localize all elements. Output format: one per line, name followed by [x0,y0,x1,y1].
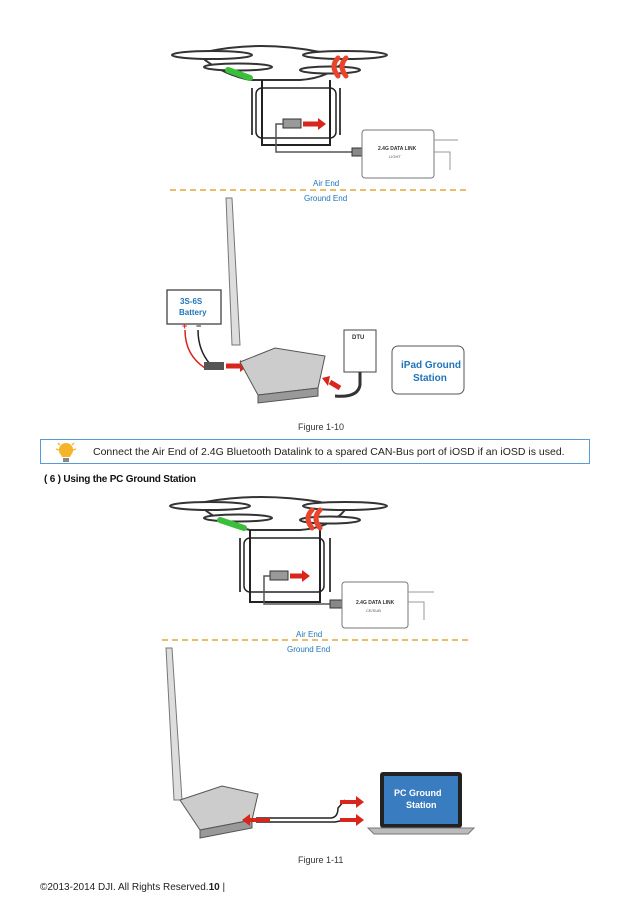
datalink-box [341,581,409,629]
tip-box [40,439,590,464]
red-propeller-marker [305,507,323,531]
battery-minus: − [196,321,202,331]
ground-datalink-module [239,347,326,404]
ground-end-label: Ground End [287,645,331,654]
ipad-label-line1: iPad Ground [401,360,461,371]
lightbulb-icon [55,442,77,462]
antenna [165,647,183,801]
pc-label-line1: PC Ground [394,788,442,798]
ipad-ground-station-box [391,345,465,395]
green-propeller-marker [225,67,253,81]
green-propeller-marker [217,517,247,531]
figure-1-11-caption: Figure 1-11 [298,855,344,865]
pc-label-line2: Station [406,800,437,810]
can-connector [269,570,289,581]
battery-plus: + [182,321,188,331]
can-connector [282,118,302,129]
section-heading: ( 6 ) Using the PC Ground Station [44,474,196,485]
tip-text: Connect the Air End of 2.4G Bluetooth Da… [93,446,565,458]
ground-end-label: Ground End [304,194,348,203]
copyright-text: ©2013-2014 DJI. All Rights Reserved. [40,882,209,893]
footer-separator: | [219,882,226,893]
figure-1-10-caption: Figure 1-10 [298,422,345,432]
drone-illustration [169,496,388,603]
pc-ground-station-screen [384,776,458,824]
battery-label-line1: 3S-6S [180,297,203,306]
battery-box [166,289,222,325]
air-end-label: Air End [313,179,340,188]
page-footer: ©2013-2014 DJI. All Rights Reserved.10 | [40,882,225,893]
datalink-label: 2.4G DATA LINK [378,146,417,152]
figure-1-11-diagram [162,496,476,839]
ipad-label-line2: Station [413,373,447,384]
dtu-box [343,329,377,373]
battery-label-line2: Battery [179,308,207,317]
ground-datalink-module [179,785,259,839]
datalink-sub-label: LIGHT [389,154,401,159]
datalink-cable [263,575,332,605]
red-propeller-marker [331,55,349,79]
dtu-label: DTU [352,335,365,341]
datalink-box [361,129,435,179]
datalink-label: 2.4G DATA LINK [356,600,395,606]
figure-1-10-diagram [166,45,470,404]
page-number: 10 [208,882,220,893]
air-end-label: Air End [296,630,323,639]
datalink-sub-label: CE/SUB [366,608,381,613]
antenna [225,197,241,346]
drone-illustration [171,45,388,146]
datalink-cable [275,123,352,153]
